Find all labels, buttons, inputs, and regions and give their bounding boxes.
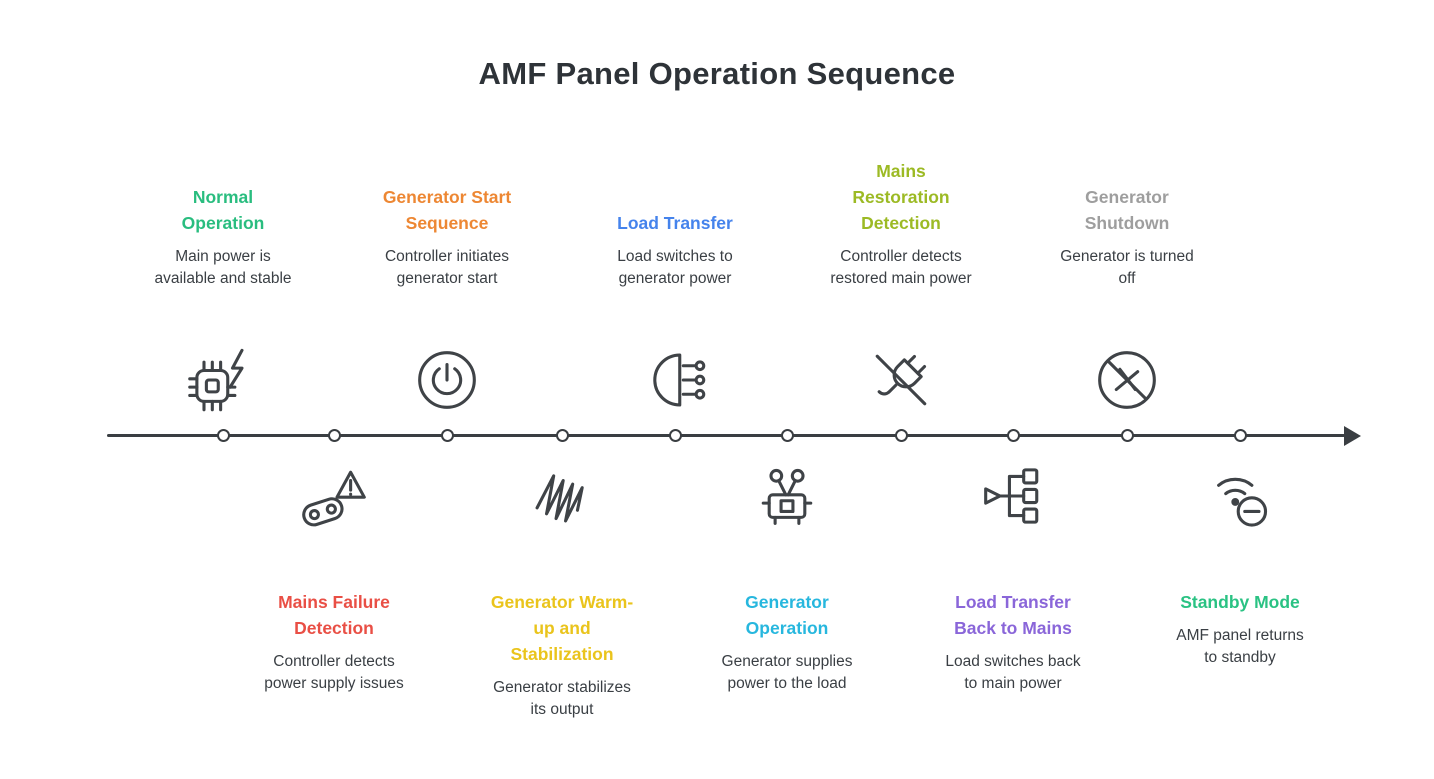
step-description: Generator is turned off <box>1060 248 1194 287</box>
step-generator-shutdown: Generator Shutdown Generator is turned o… <box>1007 142 1247 290</box>
step-description: Controller detects power supply issues <box>264 653 404 692</box>
timeline-node <box>1007 429 1020 442</box>
step-heading: Mains Failure Detection <box>278 592 390 638</box>
timeline-node <box>669 429 682 442</box>
timeline-line <box>107 434 1345 437</box>
step-description: Controller detects restored main power <box>830 248 972 287</box>
step-mains-failure-detection: Mains Failure Detection Controller detec… <box>214 589 454 695</box>
step-generator-start-sequence: Generator Start Sequence Controller init… <box>327 142 567 290</box>
timeline-node <box>1121 429 1134 442</box>
step-generator-operation: Generator Operation Generator supplies p… <box>667 589 907 695</box>
step-heading: Generator Operation <box>745 592 829 638</box>
step-description: Load switches back to main power <box>945 653 1081 692</box>
step-load-transfer-back-to-mains: Load Transfer Back to Mains Load switche… <box>893 589 1133 695</box>
step-load-transfer: Load Transfer Load switches to generator… <box>555 142 795 290</box>
engine-icon <box>749 458 825 534</box>
timeline-node <box>556 429 569 442</box>
timeline-arrowhead-icon <box>1344 426 1361 446</box>
chip-lightning-icon <box>185 342 261 418</box>
distribution-icon <box>975 458 1051 534</box>
load-transfer-icon <box>637 342 713 418</box>
timeline-node <box>328 429 341 442</box>
standby-signal-icon <box>1202 458 1278 534</box>
step-heading: Standby Mode <box>1180 592 1300 612</box>
timeline-node <box>781 429 794 442</box>
timeline-node <box>895 429 908 442</box>
step-generator-warmup-stabilization: Generator Warm- up and Stabilization Gen… <box>442 589 682 721</box>
warning-link-icon <box>296 458 372 534</box>
shutdown-crossed-icon <box>1089 342 1165 418</box>
plug-off-icon <box>863 342 939 418</box>
step-heading: Load Transfer Back to Mains <box>954 592 1072 638</box>
timeline-node <box>441 429 454 442</box>
timeline-node <box>1234 429 1247 442</box>
step-heading: Generator Start Sequence <box>382 187 512 233</box>
timeline-node <box>217 429 230 442</box>
step-heading: Load Transfer <box>617 213 733 233</box>
step-heading: Normal Operation <box>181 187 265 233</box>
page-title: AMF Panel Operation Sequence <box>478 56 956 91</box>
step-description: AMF panel returns to standby <box>1176 627 1304 666</box>
step-description: Load switches to generator power <box>617 248 733 287</box>
step-description: Controller initiates generator start <box>384 248 510 287</box>
step-mains-restoration-detection: Mains Restoration Detection Controller d… <box>781 142 1021 290</box>
step-description: Generator stabilizes its output <box>493 679 631 718</box>
step-standby-mode: Standby Mode AMF panel returns to standb… <box>1120 589 1360 669</box>
power-button-icon <box>409 342 485 418</box>
step-heading: Mains Restoration Detection <box>852 161 950 233</box>
step-description: Generator supplies power to the load <box>721 653 853 692</box>
step-description: Main power is available and stable <box>154 248 292 287</box>
coil-spring-icon <box>524 458 600 534</box>
step-heading: Generator Warm- up and Stabilization <box>490 592 634 664</box>
step-heading: Generator Shutdown <box>1084 187 1170 233</box>
step-normal-operation: Normal Operation Main power is available… <box>103 142 343 290</box>
